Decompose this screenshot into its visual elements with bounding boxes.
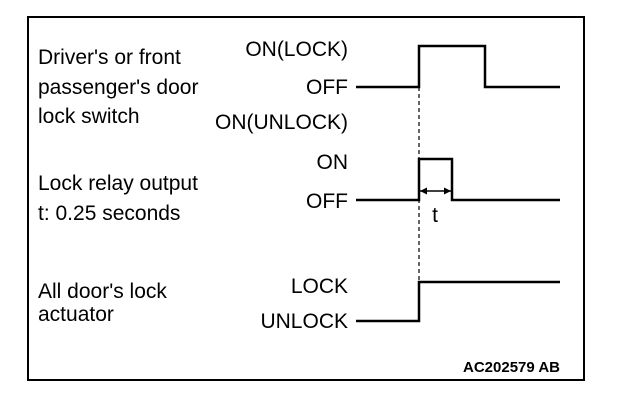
- actuator-label-line-2: actuator: [38, 303, 114, 326]
- pulse-width-marker: t: [432, 204, 438, 227]
- actuator-state-unlock: UNLOCK: [260, 310, 348, 333]
- switch-waveform: [356, 44, 560, 89]
- relay-state-off: OFF: [306, 190, 348, 213]
- lock-relay-signal: Lock relay output t: 0.25 seconds ON OFF…: [38, 151, 560, 227]
- actuator-state-lock: LOCK: [291, 275, 348, 298]
- switch-state-off: OFF: [306, 76, 348, 99]
- switch-state-on-unlock: ON(UNLOCK): [215, 111, 348, 134]
- relay-state-on: ON: [317, 151, 349, 174]
- relay-waveform: [356, 157, 560, 202]
- actuator-waveform: [356, 280, 560, 323]
- door-lock-switch-signal: Driver's or front passenger's door lock …: [38, 38, 560, 134]
- figure-code: AC202579 AB: [463, 359, 560, 376]
- actuator-label-line-1: All door's lock: [38, 280, 167, 303]
- dimension-arrowhead-left: [420, 187, 427, 195]
- switch-label-line-1: Driver's or front: [38, 46, 181, 69]
- switch-label-line-2: passenger's door: [38, 76, 198, 99]
- diagram-frame: [27, 16, 585, 381]
- switch-state-on-lock: ON(LOCK): [245, 38, 348, 61]
- dimension-arrowhead-right: [444, 187, 451, 195]
- pulse-width-dimension: t: [420, 187, 451, 227]
- relay-label-line-2: t: 0.25 seconds: [38, 202, 180, 225]
- switch-label-line-3: lock switch: [38, 105, 140, 128]
- relay-label-line-1: Lock relay output: [38, 172, 198, 195]
- door-lock-actuator-signal: All door's lock actuator LOCK UNLOCK: [38, 275, 560, 333]
